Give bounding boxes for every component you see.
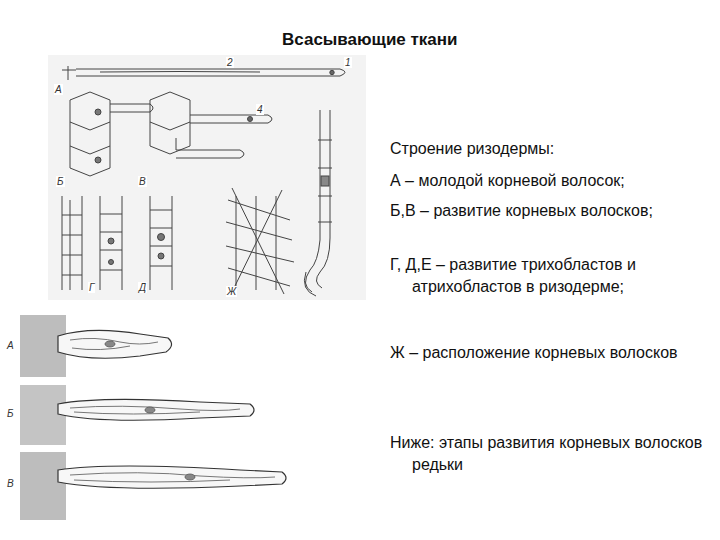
figure-letter: А (54, 84, 63, 95)
figure-letter: Б (56, 176, 65, 187)
caption-line: Строение ризодермы: (390, 138, 720, 160)
figure-letter: Б (6, 408, 15, 419)
callout-number: 1 (344, 57, 352, 68)
caption-line: Ж – расположение корневых волосков (390, 342, 720, 364)
figure-letter: А (6, 340, 15, 351)
caption-line: Г, Д,Е – развитие трихобластов и атрихоб… (390, 254, 720, 298)
figure-letter: Ж (226, 286, 237, 297)
figure-letter: Д (138, 282, 147, 293)
figure-letter: Г (88, 282, 95, 293)
slide-title: Всасывающие ткани (282, 30, 458, 50)
callout-number: 4 (256, 104, 264, 115)
figure-letter: В (6, 478, 15, 489)
caption-line: Б,В – развитие корневых волосков; (390, 200, 720, 222)
caption-line: А – молодой корневой волосок; (390, 170, 720, 192)
caption-line: Ниже: этапы развития корневых волосков р… (390, 432, 720, 476)
callout-number: 2 (226, 57, 234, 68)
figure-letter: В (138, 176, 147, 187)
